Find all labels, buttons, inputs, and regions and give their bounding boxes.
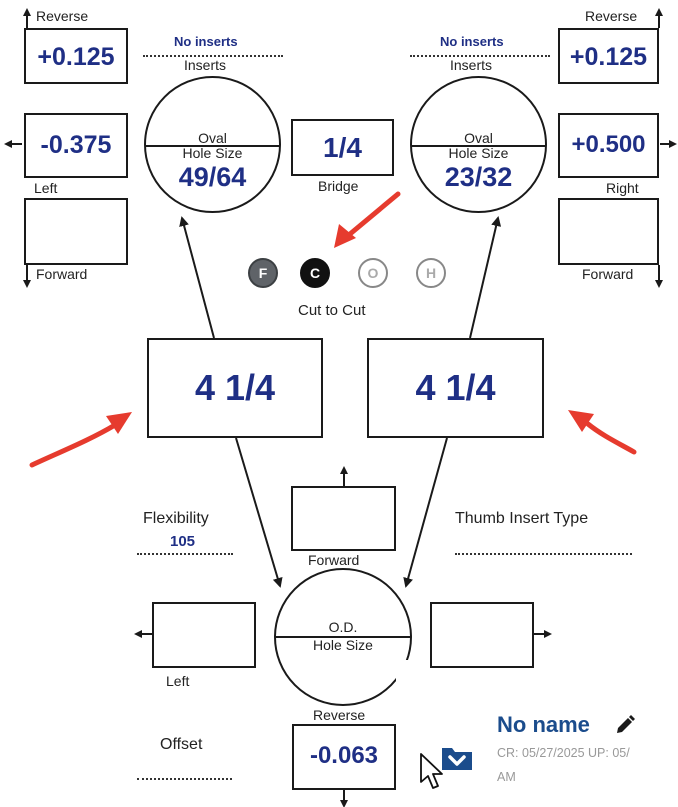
left-inserts-label: Inserts [184, 57, 227, 73]
left-label: Left [34, 180, 58, 196]
thumb-hole-size-label: Hole Size [313, 637, 373, 653]
thumb-reverse-field[interactable]: -0.063 [292, 724, 396, 790]
left-hole-size-label: Hole Size [182, 145, 243, 161]
right-reverse-field[interactable]: +0.125 [558, 28, 659, 84]
right-span-value: 4 1/4 [415, 367, 496, 408]
left-span-field[interactable]: 4 1/4 [147, 338, 323, 438]
cut-option-h[interactable]: H [416, 258, 446, 288]
right-inserts-status[interactable]: No inserts [440, 34, 504, 49]
mouse-cursor-icon [419, 752, 445, 792]
annotation-arrow-bridge [334, 191, 401, 248]
cut-option-o[interactable]: O [358, 258, 388, 288]
right-span-field[interactable]: 4 1/4 [367, 338, 544, 438]
right-reverse-label: Reverse [585, 8, 638, 24]
right-reverse-value: +0.125 [569, 43, 648, 71]
thumb-insert-type-underline [455, 553, 632, 555]
left-offset-field[interactable]: -0.375 [24, 113, 128, 178]
right-forward-field[interactable] [558, 198, 659, 265]
span-arrow-left-up [179, 216, 215, 339]
flexibility-value[interactable]: 105 [170, 533, 196, 550]
bridge-label: Bridge [318, 178, 359, 194]
left-hole-type: Oval [198, 130, 227, 146]
right-inserts-label: Inserts [450, 57, 493, 73]
thumb-left-field[interactable] [152, 602, 256, 668]
right-forward-label: Forward [582, 266, 634, 282]
cut-to-cut-label: Cut to Cut [298, 302, 366, 319]
cut-option-f[interactable]: F [248, 258, 278, 288]
left-reverse-field[interactable]: +0.125 [24, 28, 128, 84]
right-hole-type: Oval [464, 130, 493, 146]
offset-underline [137, 778, 232, 780]
span-arrow-right-down [403, 437, 448, 588]
left-inserts-underline [143, 55, 283, 57]
left-inserts-status[interactable]: No inserts [174, 34, 238, 49]
right-offset-value: +0.500 [571, 131, 646, 158]
thumb-reverse-label: Reverse [313, 707, 366, 723]
left-reverse-value: +0.125 [37, 43, 115, 71]
left-hole-divider [146, 145, 279, 147]
right-offset-field[interactable]: +0.500 [558, 113, 659, 178]
thumb-od-label: O.D. [328, 619, 358, 635]
save-folder-icon[interactable] [441, 745, 473, 771]
left-hole-size-value: 49/64 [178, 162, 247, 192]
thumb-left-label: Left [166, 673, 190, 689]
thumb-od-circle[interactable]: O.D. Hole Size [274, 568, 412, 706]
left-span-value: 4 1/4 [194, 367, 276, 408]
annotation-arrow-right-span [568, 410, 637, 455]
thumb-insert-type-label: Thumb Insert Type [455, 510, 589, 527]
thumb-od-divider [276, 636, 410, 638]
bridge-field[interactable]: 1/4 [291, 119, 394, 176]
edit-pencil-icon[interactable] [614, 714, 636, 736]
thumb-right-field[interactable] [430, 602, 534, 668]
left-forward-label: Forward [36, 266, 88, 282]
left-reverse-label: Reverse [36, 8, 89, 24]
cut-option-c[interactable]: C [300, 258, 330, 288]
span-arrow-left-down [235, 437, 283, 588]
right-label: Right [606, 180, 639, 196]
thumb-reverse-value: -0.063 [309, 742, 379, 769]
right-hole-size-label: Hole Size [448, 145, 509, 161]
thumb-forward-field[interactable] [291, 486, 396, 551]
left-forward-field[interactable] [24, 198, 128, 265]
span-arrow-right-up [469, 216, 502, 339]
record-meta: CR: 05/27/2025 UP: 05/ [497, 746, 630, 760]
right-hole-size-value: 23/32 [444, 162, 513, 192]
record-name: No name [497, 712, 590, 737]
annotation-arrow-left-span [29, 412, 132, 468]
offset-label: Offset [160, 736, 203, 753]
bridge-value: 1/4 [323, 132, 362, 163]
record-meta-time: AM [497, 770, 516, 784]
flexibility-label: Flexibility [143, 510, 209, 527]
right-hole-circle[interactable]: Oval Hole Size 23/32 [410, 76, 547, 213]
left-hole-circle[interactable]: Oval Hole Size 49/64 [144, 76, 281, 213]
thumb-forward-label: Forward [308, 552, 360, 568]
left-offset-value: -0.375 [40, 131, 112, 159]
right-hole-divider [412, 145, 545, 147]
circle-mask [396, 660, 410, 710]
right-inserts-underline [410, 55, 550, 57]
flexibility-underline [137, 553, 233, 555]
